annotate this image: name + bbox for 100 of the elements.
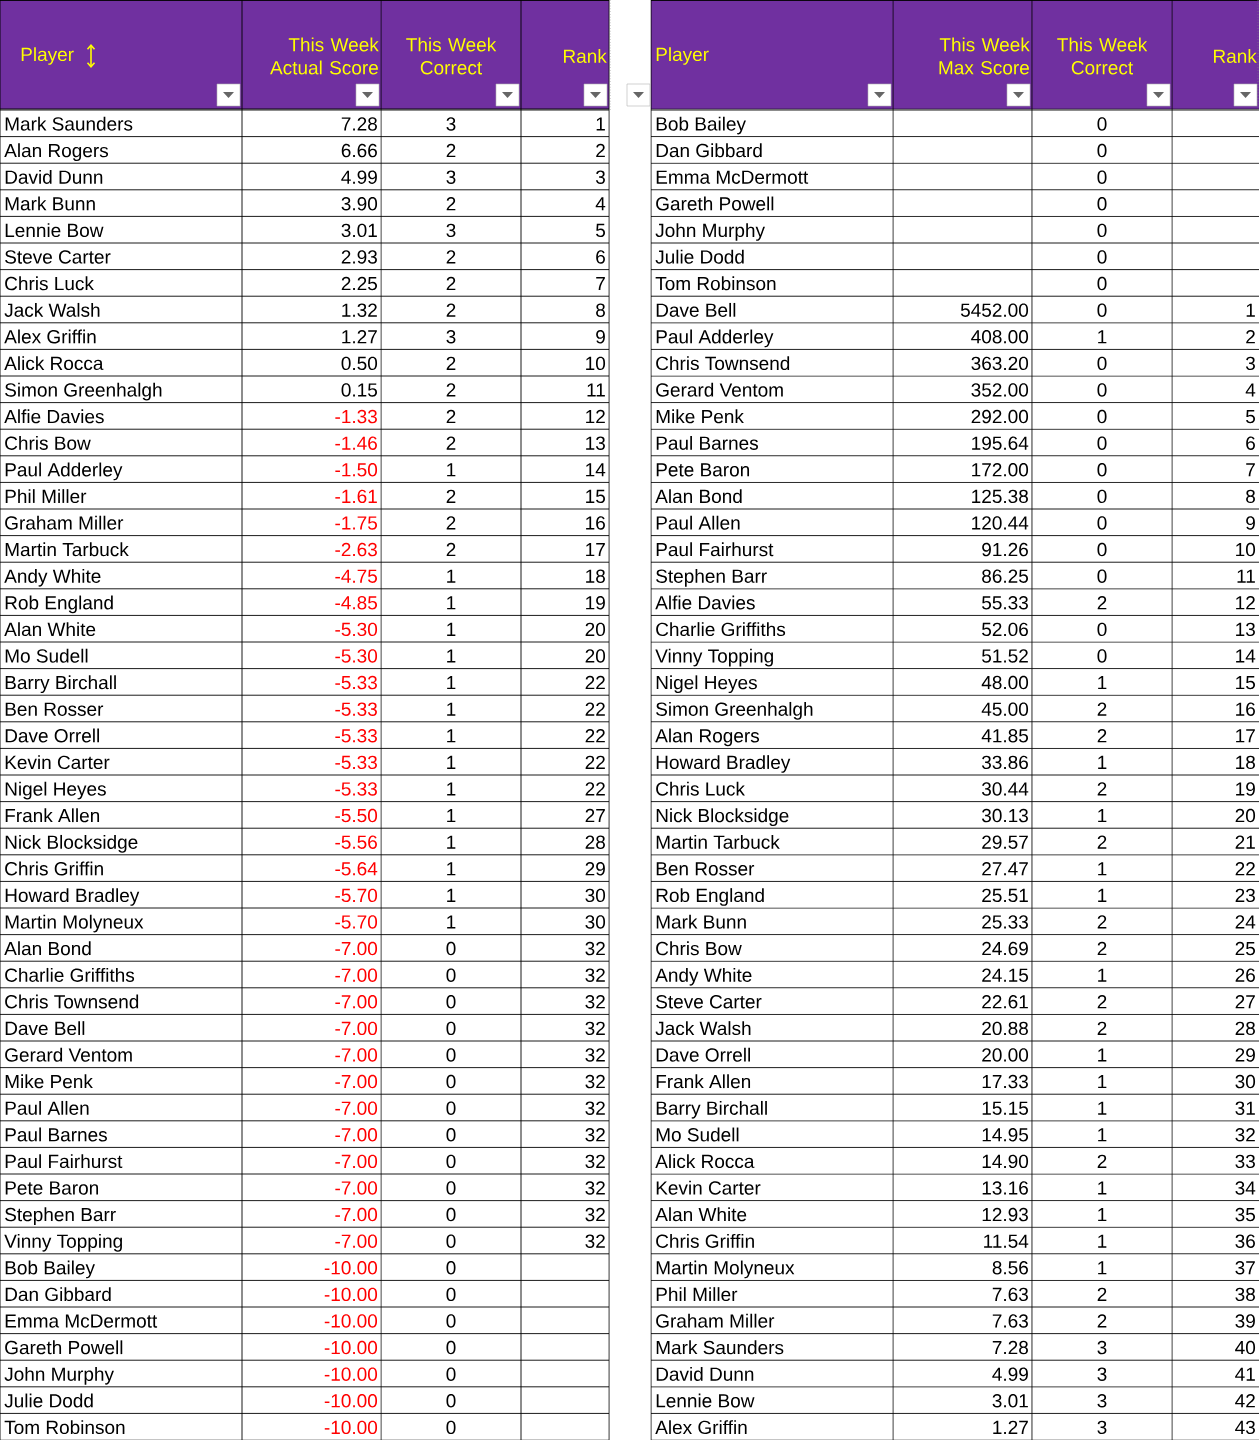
correct-count: 0 bbox=[446, 1154, 456, 1169]
correct-count: 0 bbox=[1097, 117, 1107, 131]
score-value: 14.95 bbox=[982, 1128, 1028, 1142]
correct-count: 1 bbox=[447, 729, 456, 743]
score-value: 8.56 bbox=[992, 1261, 1028, 1275]
player-name: Howard Bradley bbox=[5, 888, 140, 906]
correct-count: 2 bbox=[1097, 941, 1107, 956]
player-name: Gareth Powell bbox=[656, 196, 774, 211]
player-name: Alick Rocca bbox=[655, 1154, 755, 1169]
player-name: Alfie Davies bbox=[655, 595, 755, 610]
correct-count: 0 bbox=[1097, 383, 1107, 397]
player-name: Tom Robinson bbox=[4, 1420, 125, 1435]
player-name: Nigel Heyes bbox=[656, 675, 757, 694]
correct-count: 1 bbox=[1098, 888, 1107, 902]
player-name: Paul Allen bbox=[5, 1100, 89, 1115]
score-value: 13.16 bbox=[982, 1181, 1028, 1195]
rank-number: 29 bbox=[1235, 1048, 1255, 1062]
player-name: Gerard Ventom bbox=[5, 1047, 132, 1062]
score-value: 11.54 bbox=[984, 1234, 1029, 1248]
correct-count: 0 bbox=[446, 995, 456, 1009]
rank-number: 32 bbox=[585, 1154, 605, 1169]
correct-count: 2 bbox=[446, 516, 456, 530]
correct-count: 1 bbox=[447, 915, 456, 929]
header-cell: This Week Max Score bbox=[893, 0, 1032, 109]
player-name: Stephen Barr bbox=[656, 568, 767, 587]
correct-count: 2 bbox=[446, 197, 456, 211]
rank-number: 36 bbox=[1235, 1234, 1255, 1248]
player-name: Nick Blocksidge bbox=[5, 834, 138, 853]
correct-count: 0 bbox=[446, 1048, 456, 1062]
correct-count: 1 bbox=[1098, 1101, 1107, 1115]
score-value: -7.00 bbox=[335, 968, 378, 982]
rank-number: 22 bbox=[585, 729, 605, 743]
player-name: Paul Fairhurst bbox=[656, 542, 774, 557]
player-name: Barry Birchall bbox=[656, 1100, 767, 1119]
player-name: Alex Griffin bbox=[655, 1420, 747, 1435]
rank-number: 8 bbox=[596, 303, 605, 317]
rank-number: 21 bbox=[1235, 835, 1255, 849]
rank-number: 14 bbox=[586, 463, 606, 477]
correct-count: 3 bbox=[1097, 1394, 1107, 1408]
header-cell: This Week Actual Score bbox=[242, 0, 381, 109]
score-value: 0.50 bbox=[341, 356, 378, 371]
score-value: 24.15 bbox=[982, 968, 1028, 982]
score-value: -5.33 bbox=[335, 702, 377, 716]
rank-number: 28 bbox=[1235, 1021, 1255, 1036]
correct-count: 0 bbox=[446, 1261, 456, 1275]
player-name: Martin Molyneux bbox=[5, 914, 144, 933]
correct-count: 3 bbox=[446, 223, 456, 238]
score-value: 20.88 bbox=[982, 1021, 1028, 1036]
score-value: 172.00 bbox=[972, 463, 1029, 477]
correct-count: 0 bbox=[1097, 542, 1107, 557]
score-value: -5.70 bbox=[335, 915, 378, 929]
rank-number: 24 bbox=[1235, 915, 1256, 929]
player-name: Graham Miller bbox=[656, 1313, 775, 1328]
player-name: Mark Bunn bbox=[5, 196, 95, 211]
rank-number: 11 bbox=[1237, 569, 1255, 583]
rank-number: 32 bbox=[585, 995, 605, 1009]
player-name: Frank Allen bbox=[5, 808, 100, 823]
correct-count: 0 bbox=[1097, 489, 1107, 504]
player-name: Kevin Carter bbox=[656, 1180, 761, 1195]
score-value: -10.00 bbox=[324, 1261, 378, 1275]
player-name: Mo Sudell bbox=[656, 1127, 739, 1142]
player-name: Paul Adderley bbox=[656, 329, 774, 348]
player-name: Rob England bbox=[656, 888, 764, 906]
correct-count: 1 bbox=[447, 809, 456, 823]
score-value: -10.00 bbox=[324, 1287, 378, 1302]
player-name: Martin Molyneux bbox=[656, 1260, 795, 1279]
player-name: Chris Townsend bbox=[656, 356, 790, 371]
player-name: Alfie Davies bbox=[4, 409, 104, 424]
score-value: -10.00 bbox=[324, 1394, 378, 1408]
rank-number: 16 bbox=[586, 516, 605, 530]
correct-count: 0 bbox=[446, 1074, 456, 1089]
correct-count: 2 bbox=[1097, 995, 1107, 1009]
player-name: Lennie Bow bbox=[656, 1393, 755, 1408]
player-name: Chris Luck bbox=[656, 781, 745, 796]
rank-number: 22 bbox=[585, 782, 605, 796]
player-name: Jack Walsh bbox=[4, 302, 100, 317]
score-value: 24.69 bbox=[982, 941, 1028, 956]
correct-count: 1 bbox=[447, 596, 456, 610]
rank-number: 7 bbox=[596, 277, 605, 291]
score-value: -7.00 bbox=[335, 1207, 378, 1222]
rank-number: 13 bbox=[1236, 622, 1255, 637]
score-value: 3.90 bbox=[341, 197, 378, 211]
correct-count: 0 bbox=[1097, 569, 1107, 583]
player-name: Julie Dodd bbox=[655, 249, 744, 264]
correct-count: 2 bbox=[1097, 835, 1107, 849]
player-name: Paul Barnes bbox=[656, 435, 758, 450]
correct-count: 0 bbox=[1097, 250, 1107, 264]
score-value: 3.01 bbox=[992, 1394, 1028, 1408]
player-name: Alan White bbox=[4, 622, 96, 637]
rank-number: 31 bbox=[1235, 1101, 1255, 1115]
score-value: 7.63 bbox=[992, 1314, 1028, 1328]
player-name: Bob Bailey bbox=[656, 116, 746, 135]
score-value: 1.27 bbox=[993, 1420, 1028, 1434]
score-value: 15.15 bbox=[982, 1101, 1028, 1115]
score-value: 120.44 bbox=[972, 516, 1029, 530]
rank-number: 32 bbox=[585, 1021, 605, 1036]
rank-number: 1 bbox=[1246, 303, 1255, 317]
player-name: Howard Bradley bbox=[656, 755, 791, 773]
score-value: 1.27 bbox=[342, 330, 377, 344]
rank-number: 6 bbox=[1246, 436, 1255, 450]
